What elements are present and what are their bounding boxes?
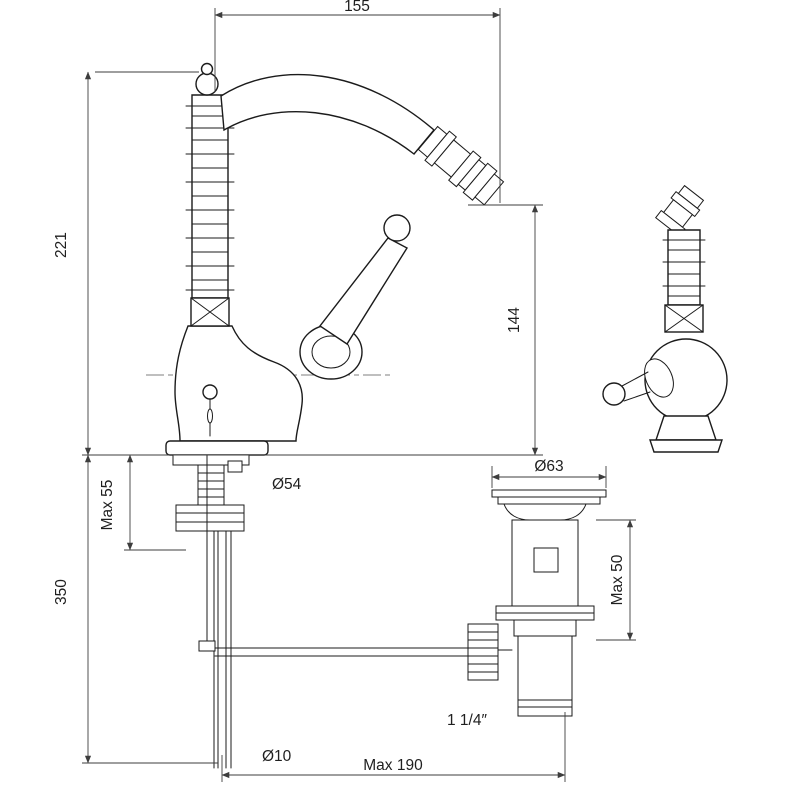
handle-lever: [318, 237, 408, 345]
pop-up-waste: [467, 489, 607, 717]
pop-up-linkage: [198, 454, 469, 657]
dim-max-reach: Max 190: [363, 757, 423, 774]
dim-base-diameter: Ø54: [272, 476, 302, 493]
finial-tip: [200, 62, 214, 76]
side-base-plate: [649, 439, 723, 453]
dim-spout-height: 144: [506, 307, 523, 333]
side-cartridge-box: [664, 304, 704, 333]
fixing-detail: [227, 460, 243, 473]
pop-up-knob: [202, 384, 218, 437]
supply-pipes: [213, 530, 232, 769]
handle-bell-inner: [311, 335, 351, 369]
waste-flange-lower: [497, 496, 601, 505]
handle-ball: [383, 214, 411, 242]
dim-waste-thread: 1 1/4″: [447, 712, 487, 729]
fixing-nut: [175, 504, 245, 532]
side-handle-lever: [621, 371, 651, 402]
dim-waste-flange-diameter: Ø63: [534, 458, 563, 475]
column-rings: [185, 105, 235, 291]
horizontal-rod: [214, 647, 469, 657]
dim-pipe-diameter: Ø10: [262, 748, 292, 765]
ceramic-lever-handle: [299, 214, 411, 380]
side-spout-tip: [655, 184, 705, 237]
waste-flange-top: [491, 489, 607, 498]
faucet-side-view: [602, 184, 728, 453]
base-plate: [165, 440, 269, 456]
dimension-lines: 155 221 144 Max 55 350 Ø54 Ø63 Max 50 Ø: [53, 0, 636, 782]
linkage-clamp: [198, 640, 216, 652]
dim-deck-thickness: Max 55: [99, 480, 116, 531]
waste-collar: [513, 619, 577, 637]
spout-curve: [220, 73, 435, 155]
dim-total-height: 221: [53, 232, 70, 258]
side-handle-bell: [644, 358, 674, 398]
dim-waste-body-depth: Max 50: [609, 554, 626, 605]
waste-neck: [503, 503, 587, 521]
aerator: [417, 125, 505, 206]
faucet-body: [174, 325, 303, 442]
dim-below-deck-depth: 350: [53, 579, 70, 605]
waste-tailpiece: [517, 635, 573, 717]
cartridge-section-box: [190, 297, 230, 327]
threaded-shank: [197, 464, 225, 506]
linkage-serrated-block: [467, 623, 499, 681]
side-column: [667, 229, 701, 306]
side-column-rings: [662, 239, 706, 297]
faucet-front-view: [146, 62, 505, 769]
under-deck-fixing: [172, 454, 250, 769]
dim-spout-reach: 155: [344, 0, 370, 15]
side-base-skirt: [655, 415, 717, 441]
side-handle-ball: [602, 382, 626, 406]
waste-overflow-hole: [533, 547, 559, 573]
